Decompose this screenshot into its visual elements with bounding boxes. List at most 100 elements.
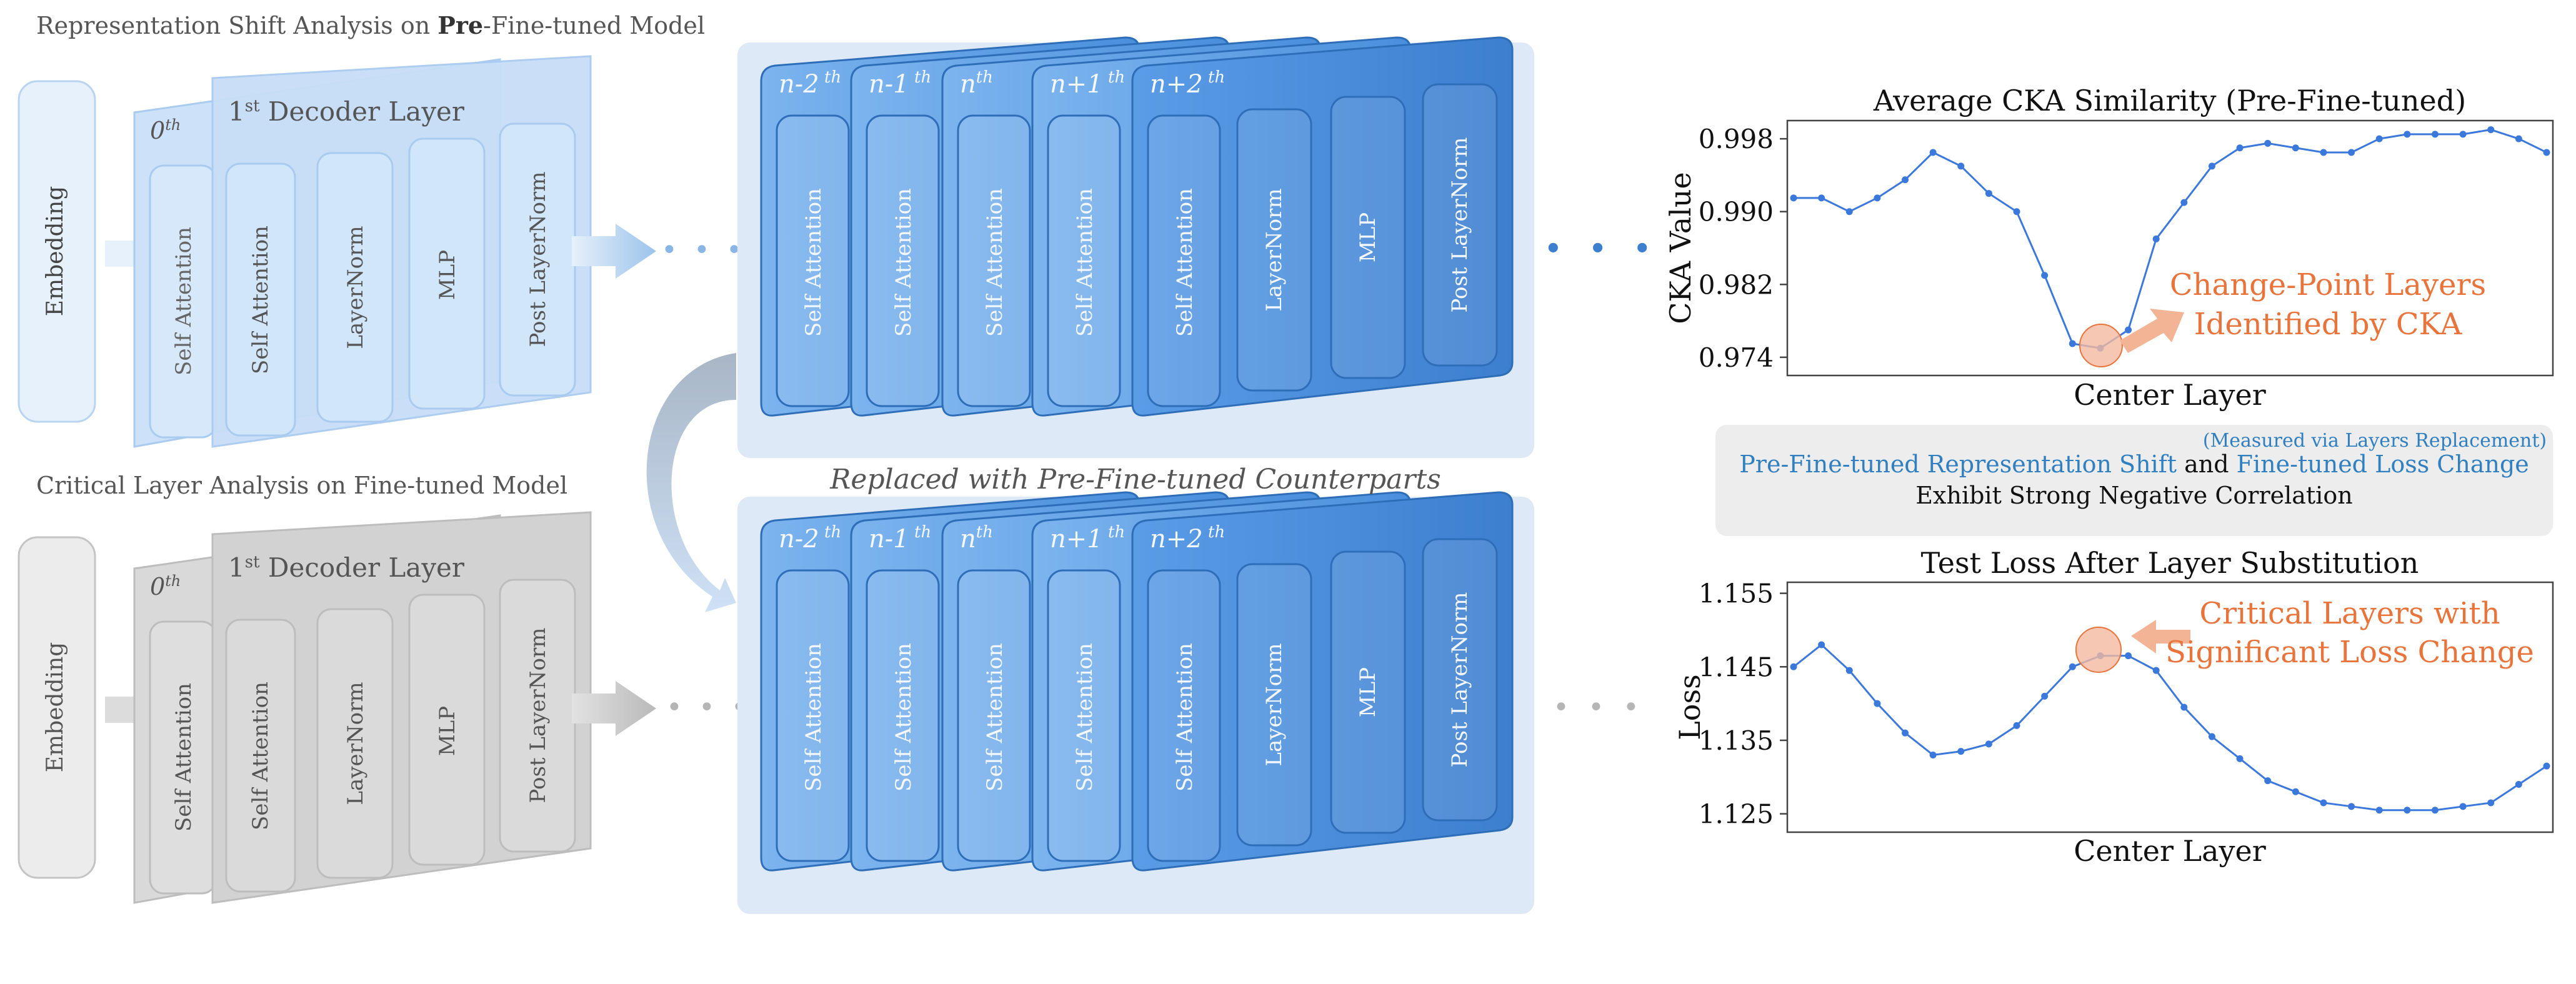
sublayer-block: Post LayerNorm	[1422, 538, 1498, 822]
data-point	[2125, 326, 2132, 334]
data-point	[2515, 135, 2522, 142]
ellipsis-top-right: • • •	[1544, 231, 1659, 268]
y-tick-label: 0.974	[1699, 342, 1774, 373]
loss-chart: Test Loss After Layer Substitution Loss …	[1673, 546, 2554, 868]
sublayer-block: Self Attention	[1047, 114, 1121, 407]
sublayer-block: MLP	[1330, 96, 1406, 379]
data-point	[2404, 131, 2411, 138]
data-point	[2292, 788, 2299, 795]
data-point	[2404, 807, 2411, 814]
sublayer-label: Self Attention	[1172, 643, 1197, 792]
sublayer-label: MLP	[1355, 667, 1380, 717]
loss-ylabel: Loss	[1673, 674, 1707, 740]
sublayer-label: Self Attention	[801, 643, 826, 792]
data-point	[1845, 667, 1853, 674]
data-point	[1845, 208, 1853, 216]
data-point	[2320, 149, 2327, 156]
sublayer-block: Self Attention	[1147, 114, 1221, 407]
replaced-caption: Replaced with Pre-Fine-tuned Counterpart…	[829, 464, 1440, 495]
sublayer-label: LayerNorm	[343, 226, 368, 349]
data-point	[2264, 777, 2272, 785]
data-point	[1929, 149, 1937, 156]
loss-chart-title: Test Loss After Layer Substitution	[1921, 546, 2419, 580]
sublayer-label: Post LayerNorm	[1447, 592, 1472, 767]
sublayer-block: Self Attention	[1047, 569, 1121, 862]
data-point	[2459, 131, 2467, 138]
data-point	[2348, 149, 2355, 156]
sublayer-label: LayerNorm	[343, 682, 368, 805]
replace-curved-arrow	[646, 353, 736, 612]
series-line	[1793, 644, 2547, 812]
data-point	[2320, 799, 2327, 807]
sublayer-label: Self Attention	[982, 643, 1007, 792]
top-section-title: Representation Shift Analysis on Pre-Fin…	[36, 11, 705, 39]
cka-chart: Average CKA Similarity (Pre-Fine-tuned) …	[1664, 84, 2554, 412]
data-point	[1902, 176, 1909, 184]
correlation-box-bg	[1715, 425, 2553, 536]
data-point	[1985, 740, 1992, 748]
data-point	[1985, 190, 1992, 197]
correlation-line1: Pre-Fine-tuned Representation Shift and …	[1739, 450, 2529, 478]
data-point	[1790, 663, 1797, 670]
data-point	[2208, 162, 2215, 170]
sublayer-label: LayerNorm	[1262, 188, 1287, 311]
sublayer-label: Self Attention	[891, 643, 916, 792]
sublayer-label: Self Attention	[171, 683, 196, 832]
sublayer-block: Self Attention	[1147, 569, 1221, 862]
correlation-line2: Exhibit Strong Negative Correlation	[1915, 482, 2352, 509]
data-point	[2125, 652, 2132, 660]
sublayer-block: Post LayerNorm	[1422, 83, 1498, 367]
bottom-section-title: Critical Layer Analysis on Fine-tuned Mo…	[36, 472, 567, 499]
center-layer-label: n-2 th	[779, 523, 841, 554]
sublayer-block: Self Attention	[957, 114, 1031, 407]
loss-annotation-line1: Critical Layers with	[2199, 596, 2500, 631]
center-layer-shape	[1131, 491, 1514, 872]
data-point	[1818, 194, 1825, 202]
cka-annotation-line2: Identified by CKA	[2194, 307, 2463, 342]
sublayer-label: LayerNorm	[1262, 643, 1287, 766]
sublayer-label: Self Attention	[1172, 188, 1197, 337]
cka-xlabel: Center Layer	[2074, 378, 2266, 412]
ellipsis-bottom-right: • • •	[1553, 692, 1644, 723]
sublayer-label: Self Attention	[891, 188, 916, 337]
arrow-bottom-left	[572, 681, 656, 736]
data-point	[2069, 340, 2076, 347]
cka-highlight-circle	[2079, 324, 2123, 367]
data-point	[2375, 807, 2383, 814]
data-point	[2431, 131, 2439, 138]
data-point	[2459, 803, 2467, 810]
cka-chart-title: Average CKA Similarity (Pre-Fine-tuned)	[1873, 84, 2466, 117]
data-point	[1874, 700, 1881, 707]
sublayer-label: Post LayerNorm	[526, 627, 551, 803]
sublayer-block: LayerNorm	[1236, 108, 1312, 392]
ellipsis-top-left: • • •	[661, 234, 746, 266]
embedding-label-bottom: Embedding	[42, 642, 68, 773]
cka-annotation-line1: Change-Point Layers	[2170, 267, 2486, 302]
sublayer-block: Self Attention	[776, 569, 850, 862]
loss-plot-area	[1786, 581, 2554, 833]
sublayer-block: Self Attention	[866, 569, 940, 862]
embedding-label-top: Embedding	[42, 186, 68, 317]
sublayer-label: Self Attention	[1072, 643, 1097, 792]
sublayer-block: Self Attention	[957, 569, 1031, 862]
sublayer-block: Self Attention	[866, 114, 940, 407]
data-point	[2041, 692, 2049, 700]
loss-annotation-arrow	[2131, 620, 2190, 654]
sublayer-label: Self Attention	[248, 682, 273, 830]
data-point	[2515, 781, 2522, 788]
sublayer-block: LayerNorm	[1236, 563, 1312, 847]
data-point	[1929, 751, 1937, 758]
center-layer-label: n+1 th	[1050, 523, 1125, 554]
layer1-card-bottom: 1st Decoder Layer Self Attention LayerNo…	[211, 511, 592, 904]
data-point	[2013, 208, 2020, 216]
sublayer-block: MLP	[1330, 550, 1406, 834]
data-point	[2152, 235, 2160, 242]
center-layer-label: nth	[960, 523, 993, 554]
data-point	[2348, 803, 2355, 810]
layer1-label-top: 1st Decoder Layer	[228, 96, 465, 127]
embedding-block-top: Embedding	[17, 80, 96, 423]
center-layer-label: n+2 th	[1150, 523, 1225, 554]
